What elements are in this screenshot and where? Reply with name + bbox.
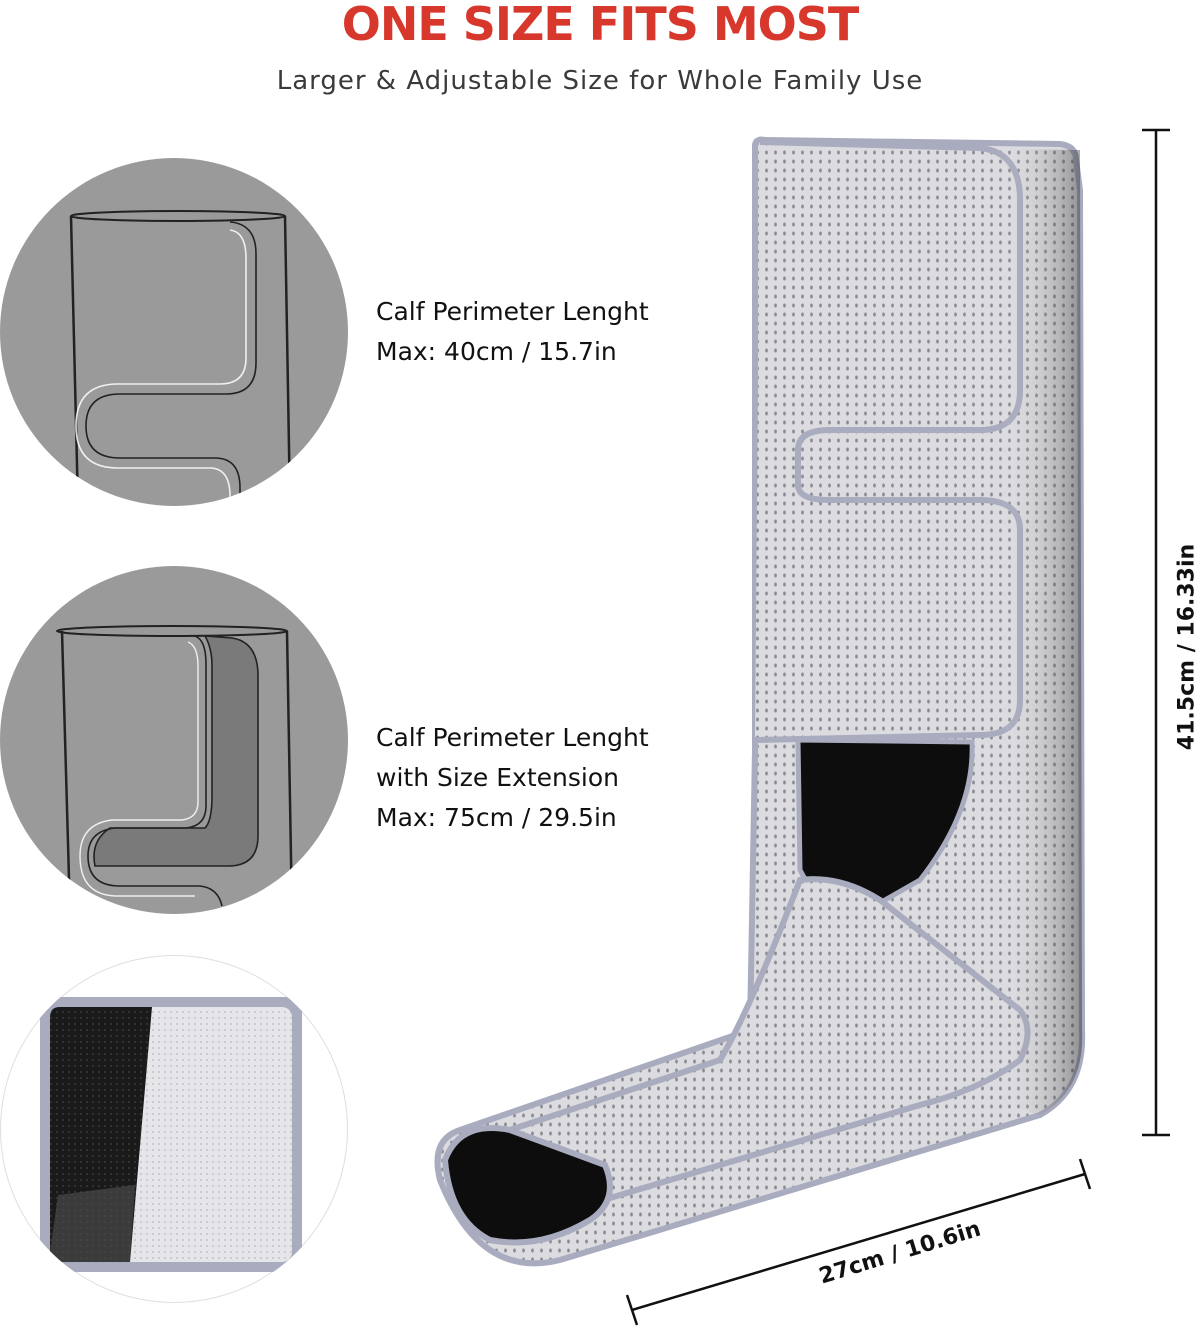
spec-standard-line: Calf Perimeter Lenght: [376, 297, 649, 326]
page-subtitle: Larger & Adjustable Size for Whole Famil…: [276, 66, 924, 96]
spec-extended-line: with Size Extension: [376, 763, 619, 792]
width-dimension-line: [625, 1158, 1092, 1326]
diagram-standard-circle: [0, 158, 348, 506]
diagram-extended-circle: [0, 566, 348, 914]
spec-extended-line: Max: 75cm / 29.5in: [376, 803, 617, 832]
spec-extended-line: Calf Perimeter Lenght: [376, 723, 649, 752]
spec-standard: Calf Perimeter Lenght Max: 40cm / 15.7in: [376, 292, 649, 372]
spec-extended: Calf Perimeter Lenght with Size Extensio…: [376, 718, 649, 838]
extension-panel-icon: [40, 997, 302, 1272]
height-dimension-line: [1142, 128, 1170, 1137]
spec-standard-line: Max: 40cm / 15.7in: [376, 337, 617, 366]
leg-massager-image: [434, 136, 1086, 1267]
extension-panel-circle: [0, 955, 348, 1303]
page-title: ONE SIZE FITS MOST: [341, 0, 860, 51]
height-dimension-label: 41.5cm / 16.33in: [1174, 543, 1200, 751]
leg-wrap-outline-icon: [69, 210, 292, 506]
leg-wrap-extended-icon: [56, 625, 294, 914]
